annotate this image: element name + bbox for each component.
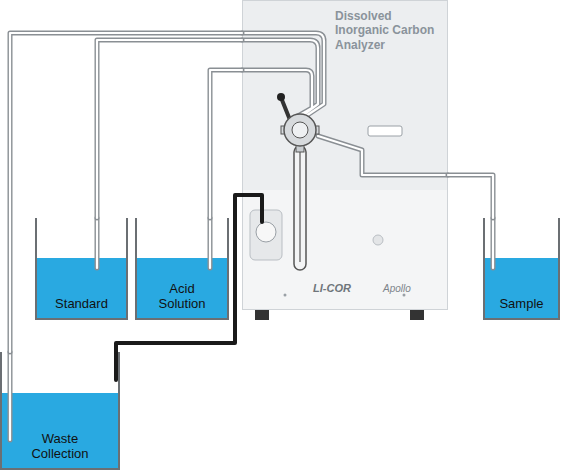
valve-knob <box>277 93 285 101</box>
container-label: Sample <box>487 296 557 312</box>
pump-tube <box>116 195 242 352</box>
beaker: Acid Solution <box>135 218 229 320</box>
display <box>368 126 402 136</box>
container-label: Standard <box>42 296 122 312</box>
valve-center <box>292 122 308 138</box>
column-core <box>299 152 301 262</box>
pump-head <box>256 222 276 242</box>
tube-bore <box>10 33 242 352</box>
container-label: Waste Collection <box>20 431 100 462</box>
valve-body <box>284 114 316 146</box>
fluid-tube <box>10 33 242 352</box>
beaker: Waste Collection <box>0 352 120 470</box>
fluid-tube <box>448 175 493 218</box>
analyzer-details <box>243 126 447 320</box>
connector-layer <box>10 33 493 352</box>
valve-stub <box>282 100 290 120</box>
pump-panel <box>250 210 282 260</box>
fluid-tube <box>97 40 242 218</box>
brand-logo: Apollo <box>383 283 443 295</box>
beaker: Standard <box>35 218 128 320</box>
beaker-label-area: Sample <box>485 296 558 312</box>
tube-outline <box>10 33 242 352</box>
beaker-label-area: Standard <box>37 296 126 312</box>
brand-logo: LI-COR <box>313 282 373 295</box>
tube-outline <box>448 175 493 218</box>
tube-bore <box>448 175 493 218</box>
column <box>294 146 306 270</box>
black-tube <box>116 195 262 380</box>
tube-line <box>116 195 242 352</box>
led <box>284 294 287 297</box>
beaker-label-area: Waste Collection <box>2 431 118 462</box>
tube-bore <box>10 33 493 440</box>
inner-tubes <box>10 33 493 440</box>
tube-outline <box>97 40 242 218</box>
tube-outline <box>10 33 493 440</box>
beaker-label-area: Acid Solution <box>137 281 227 312</box>
foot <box>255 310 269 320</box>
device-title: Dissolved Inorganic Carbon Analyzer <box>335 9 443 52</box>
container-label: Acid Solution <box>150 281 214 312</box>
led <box>403 294 406 297</box>
lower-panel <box>243 190 447 309</box>
button <box>373 235 383 245</box>
tube-bore <box>97 40 242 218</box>
valve <box>281 114 319 270</box>
foot <box>410 310 424 320</box>
